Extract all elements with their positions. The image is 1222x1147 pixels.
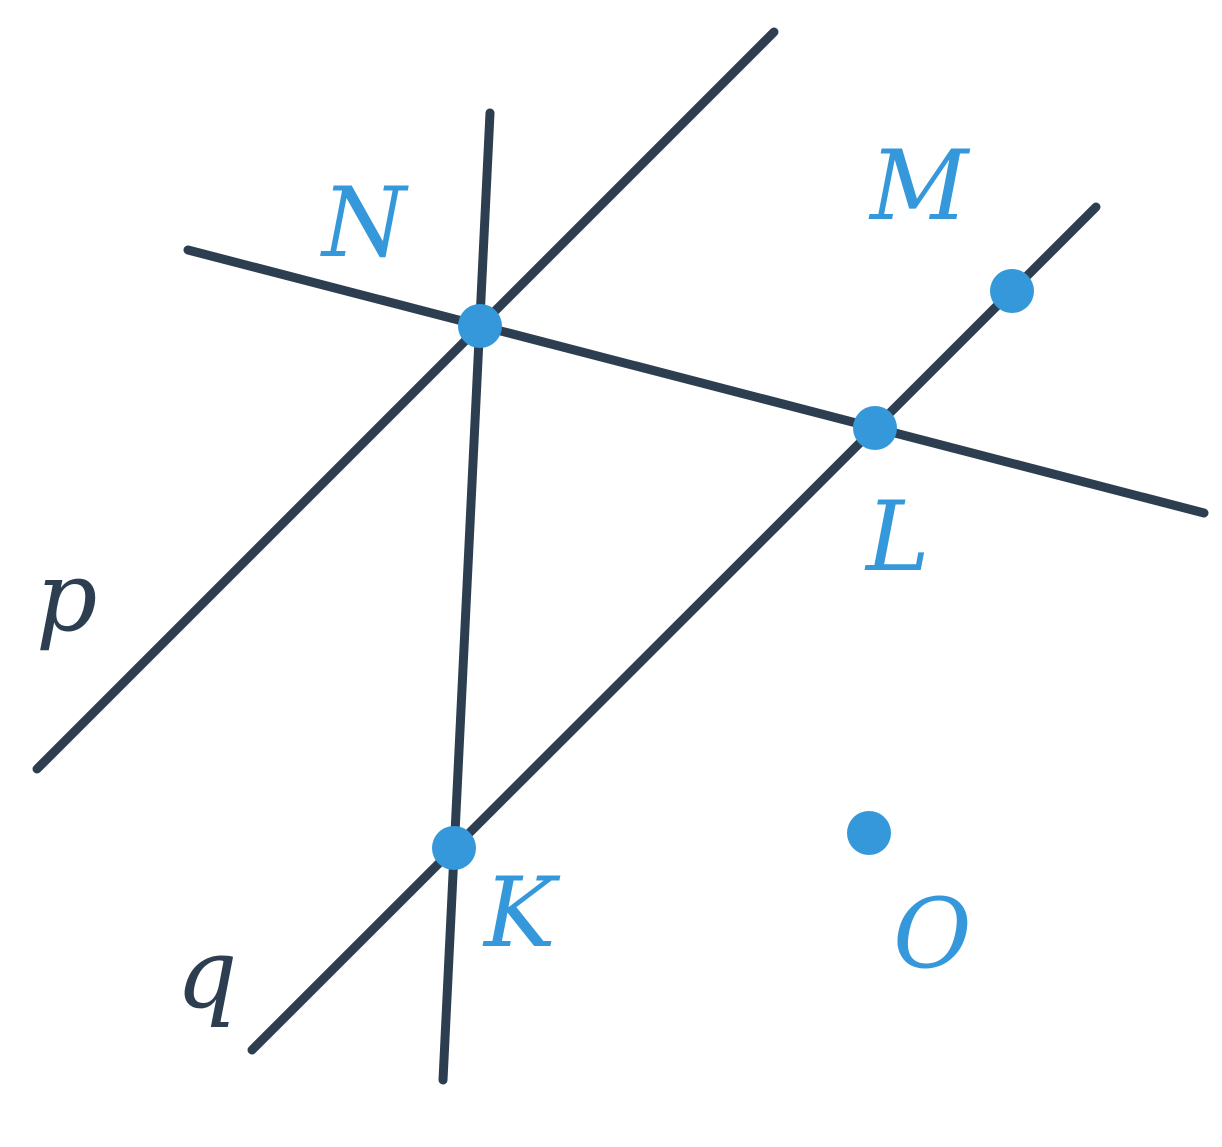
label-m: M — [868, 130, 971, 242]
line-nl — [183, 245, 1209, 518]
line-nk — [438, 108, 495, 1085]
line-q — [247, 202, 1101, 1055]
label-n: N — [320, 167, 409, 279]
label-line-p: p — [36, 541, 97, 653]
label-line-q: q — [176, 918, 237, 1030]
point-n — [458, 304, 502, 348]
label-k: K — [482, 857, 561, 969]
point-o — [847, 811, 891, 855]
point-l — [853, 406, 897, 450]
point-k — [432, 826, 476, 870]
line-p — [32, 27, 779, 774]
label-o: O — [893, 878, 972, 990]
point-m — [990, 269, 1034, 313]
label-l: L — [864, 481, 930, 593]
